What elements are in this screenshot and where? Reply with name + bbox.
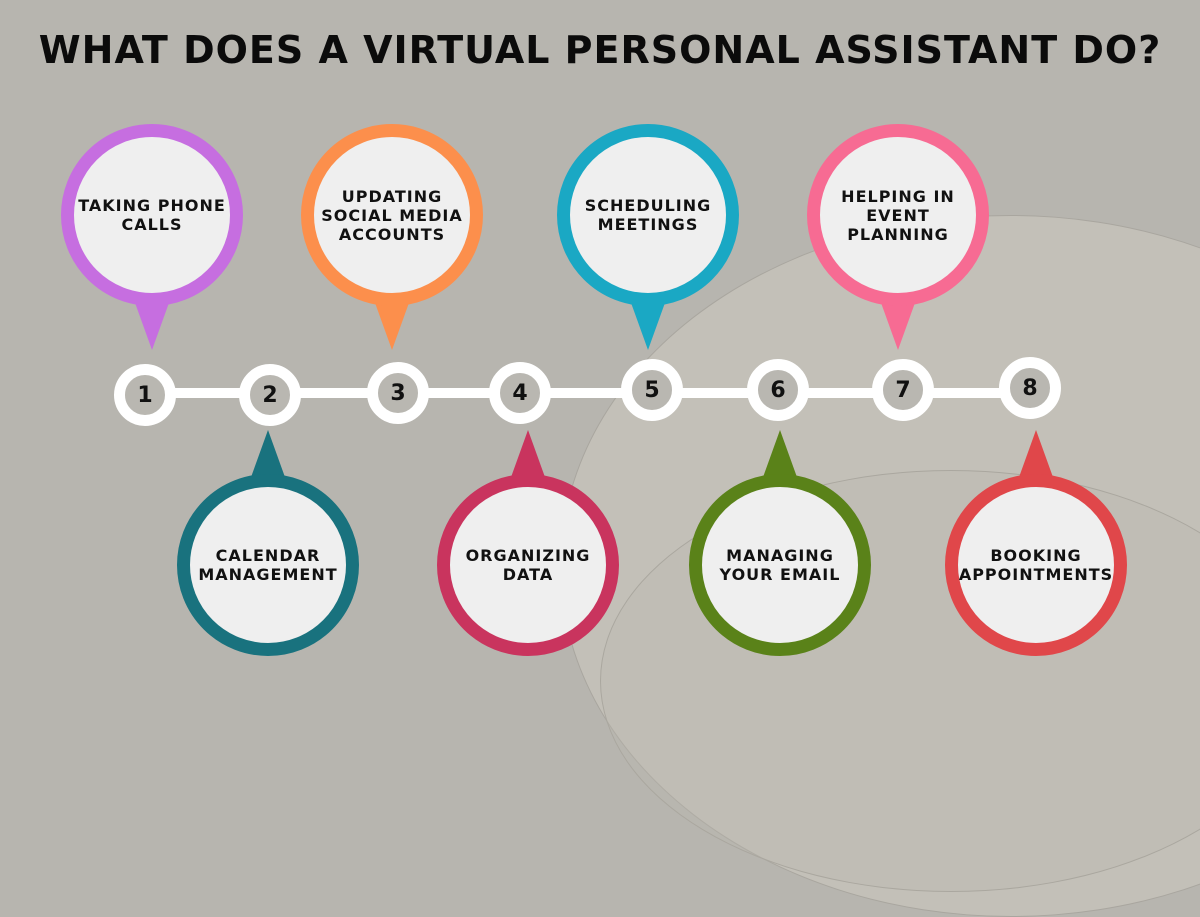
step-number: 5 <box>644 377 660 403</box>
step-bubble-7: HELPING IN EVENT PLANNING <box>807 124 989 306</box>
step-bubble-6: MANAGING YOUR EMAIL <box>689 474 871 656</box>
timeline-node-2: 2 <box>239 364 301 426</box>
pointer-up-icon <box>762 430 798 480</box>
pointer-down-icon <box>134 300 170 350</box>
step-label: ORGANIZING DATA <box>465 546 591 584</box>
step-number: 6 <box>770 377 786 403</box>
pointer-up-icon <box>250 430 286 480</box>
step-label: TAKING PHONE CALLS <box>78 196 226 234</box>
step-number: 4 <box>512 380 528 406</box>
step-bubble-1: TAKING PHONE CALLS <box>61 124 243 306</box>
step-number: 1 <box>137 382 153 408</box>
step-number: 3 <box>390 380 406 406</box>
step-bubble-4: ORGANIZING DATA <box>437 474 619 656</box>
step-bubble-5: SCHEDULING MEETINGS <box>557 124 739 306</box>
step-label: UPDATING SOCIAL MEDIA ACCOUNTS <box>321 186 463 244</box>
page-title: WHAT DOES A VIRTUAL PERSONAL ASSISTANT D… <box>38 28 1162 72</box>
pointer-up-icon <box>510 430 546 480</box>
step-number: 2 <box>262 382 278 408</box>
timeline-node-7: 7 <box>872 359 934 421</box>
step-label: SCHEDULING MEETINGS <box>584 196 712 234</box>
step-bubble-3: UPDATING SOCIAL MEDIA ACCOUNTS <box>301 124 483 306</box>
step-number: 8 <box>1022 375 1038 401</box>
timeline-line <box>140 388 1040 398</box>
pointer-down-icon <box>630 300 666 350</box>
step-bubble-2: CALENDAR MANAGEMENT <box>177 474 359 656</box>
pointer-down-icon <box>880 300 916 350</box>
pointer-up-icon <box>1018 430 1054 480</box>
step-label: MANAGING YOUR EMAIL <box>719 546 841 584</box>
step-bubble-8: BOOKING APPOINTMENTS <box>945 474 1127 656</box>
pointer-down-icon <box>374 300 410 350</box>
timeline-node-6: 6 <box>747 359 809 421</box>
timeline-node-5: 5 <box>621 359 683 421</box>
timeline-node-1: 1 <box>114 364 176 426</box>
step-number: 7 <box>895 377 911 403</box>
step-label: CALENDAR MANAGEMENT <box>198 546 338 584</box>
timeline-node-4: 4 <box>489 362 551 424</box>
timeline-node-3: 3 <box>367 362 429 424</box>
timeline-node-8: 8 <box>999 357 1061 419</box>
step-label: HELPING IN EVENT PLANNING <box>841 186 955 244</box>
step-label: BOOKING APPOINTMENTS <box>958 546 1114 584</box>
